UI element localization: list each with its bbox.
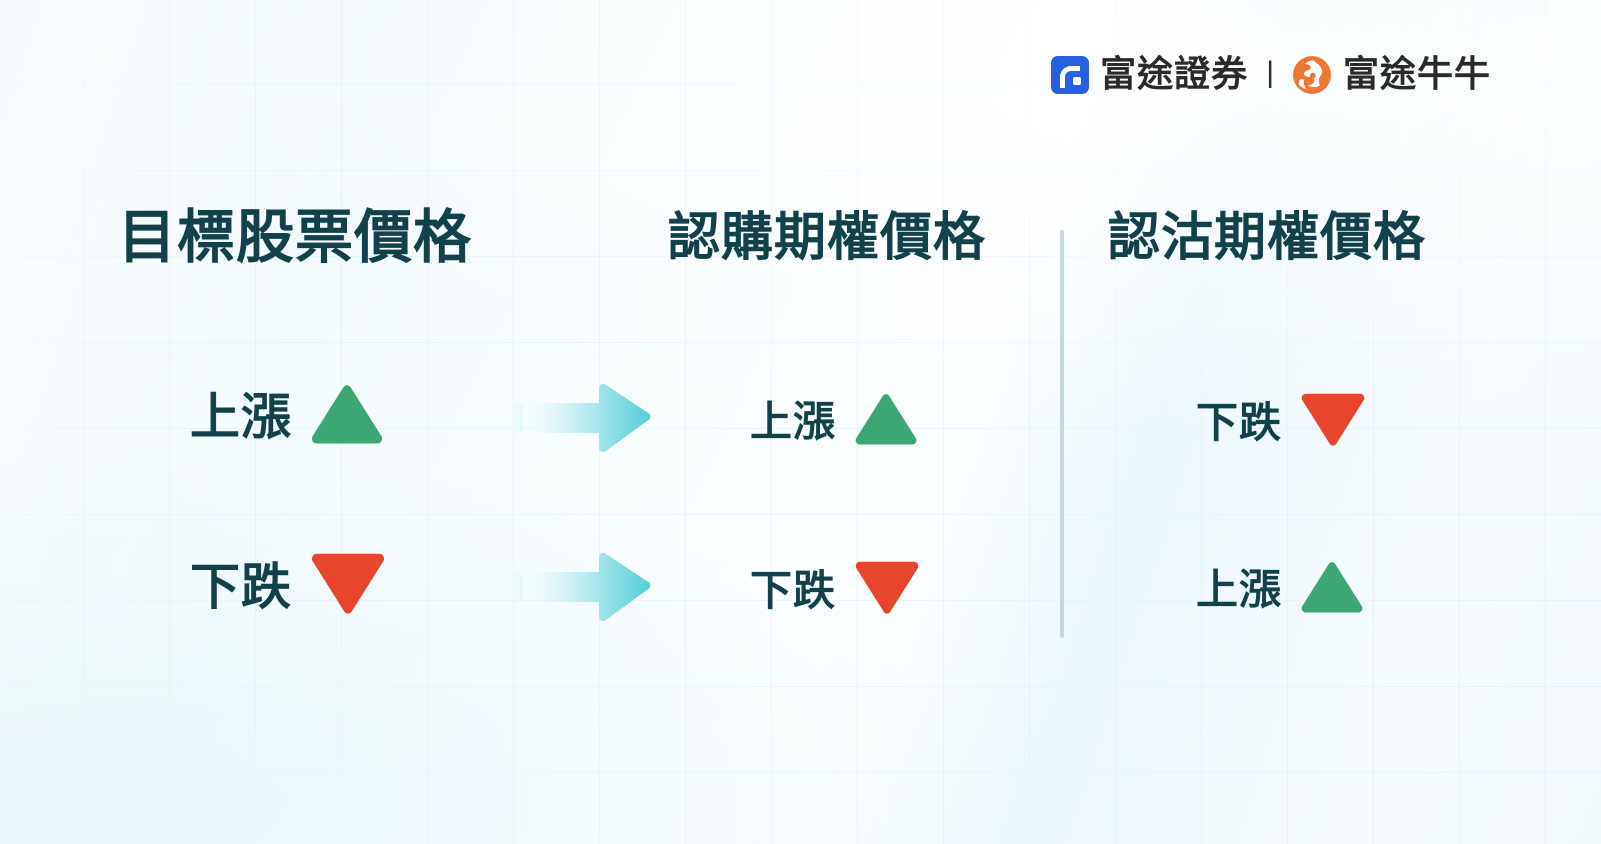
cell-underlying-row2-label: 下跌 <box>190 557 292 616</box>
cell-put-row1: 下跌 <box>1196 392 1366 453</box>
cell-underlying-row1-label: 上漲 <box>190 387 292 446</box>
column-divider <box>1060 230 1064 638</box>
cell-call-row1: 上漲 <box>750 392 918 451</box>
cell-put-row2: 上漲 <box>1196 560 1364 619</box>
right-arrow-icon-row1 <box>508 382 653 454</box>
triangle-down-icon <box>1300 392 1366 453</box>
column-headings: 目標股票價格 認購期權價格 認沽期權價格 <box>0 208 1601 298</box>
triangle-up-icon <box>310 383 384 450</box>
column-title-call-option: 認購期權價格 <box>668 208 987 268</box>
brand-securities: 富途證券 <box>1051 56 1248 94</box>
right-arrow-icon-row2 <box>508 551 653 623</box>
cell-call-row2: 下跌 <box>750 560 920 621</box>
cell-underlying-row1: 上漲 <box>190 383 384 450</box>
cell-call-row2-label: 下跌 <box>750 565 837 615</box>
brand-app: 富途牛牛 <box>1292 55 1491 95</box>
cell-underlying-row2: 下跌 <box>190 552 386 621</box>
brand-securities-name: 富途證券 <box>1100 54 1249 95</box>
triangle-up-icon <box>1300 560 1364 619</box>
column-title-underlying: 目標股票價格 <box>118 203 473 271</box>
futu-securities-logo-icon <box>1051 56 1090 94</box>
cell-put-row2-label: 上漲 <box>1196 564 1283 614</box>
triangle-down-icon <box>854 560 920 621</box>
cell-call-row1-label: 上漲 <box>750 396 837 446</box>
futu-niuniu-bull-icon <box>1292 55 1332 95</box>
brand-separator: | <box>1266 56 1274 89</box>
brand-app-name: 富途牛牛 <box>1342 54 1491 95</box>
brand-lockup: 富途證券 | 富途牛牛 <box>1051 55 1491 95</box>
column-title-put-option: 認沽期權價格 <box>1108 208 1427 268</box>
triangle-down-icon <box>310 552 386 621</box>
cell-put-row1-label: 下跌 <box>1196 397 1283 447</box>
triangle-up-icon <box>854 392 918 451</box>
